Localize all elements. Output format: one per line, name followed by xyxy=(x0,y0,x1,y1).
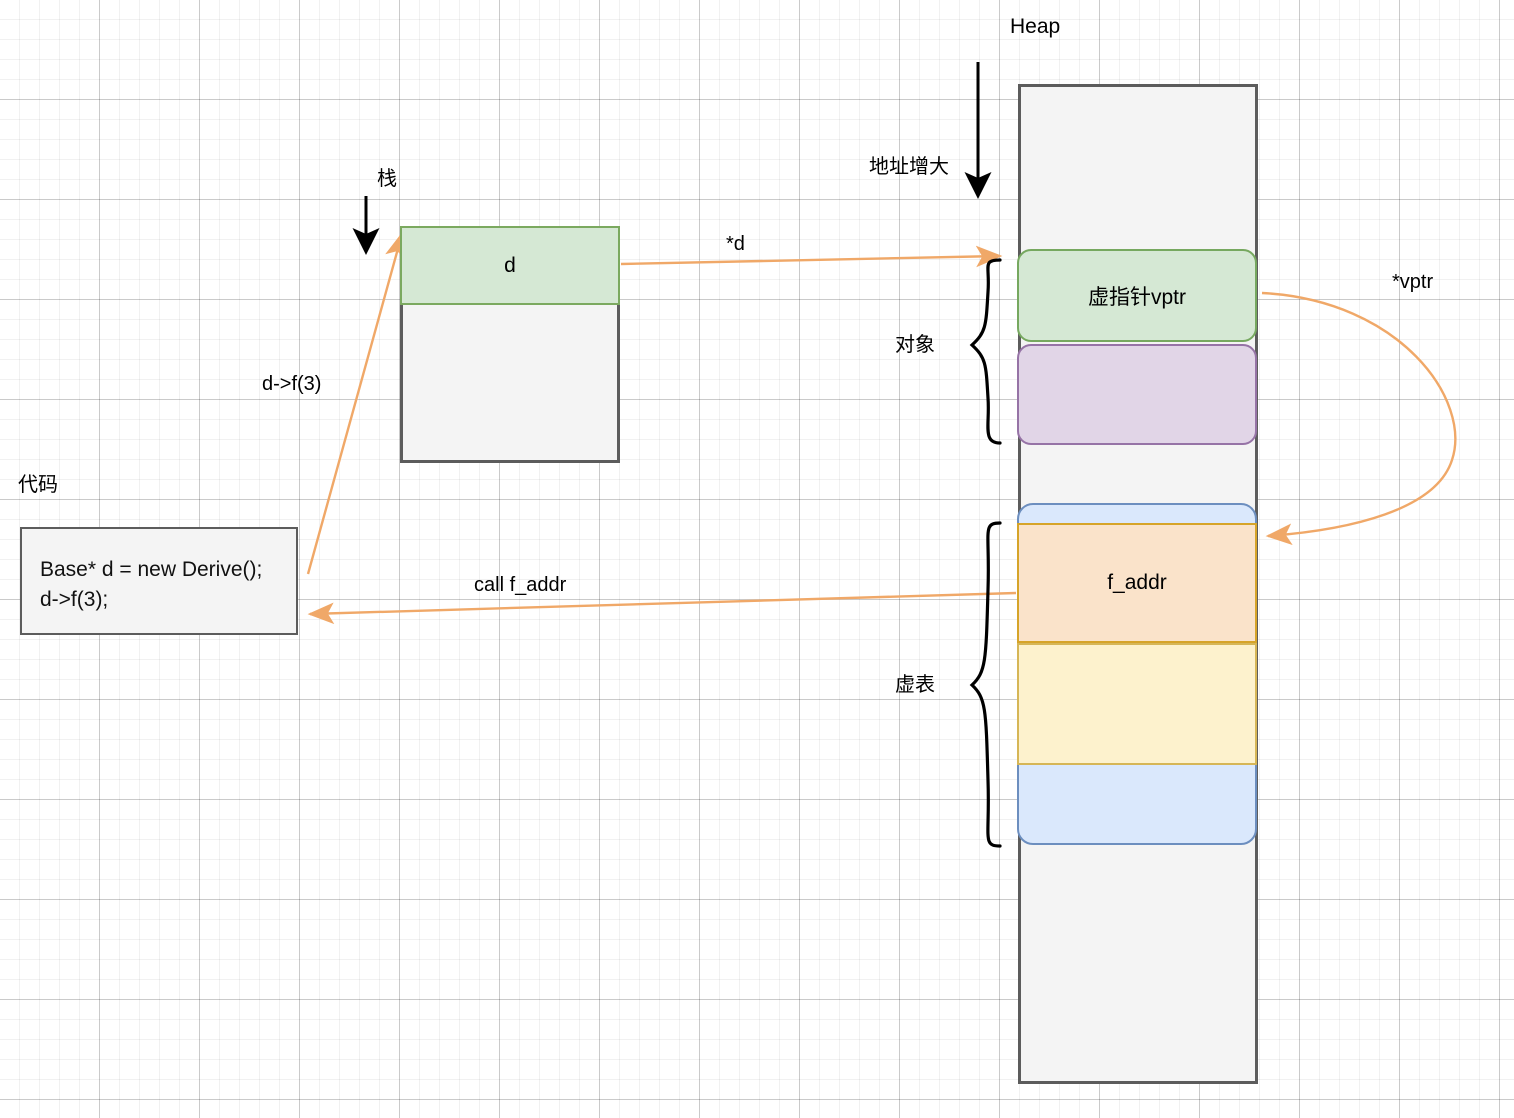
call-f-addr-label: call f_addr xyxy=(474,574,567,596)
heap-cell-vptr: 虚指针vptr xyxy=(1017,249,1257,342)
address-grow-label: 地址增大 xyxy=(869,156,949,178)
code-box: Base* d = new Derive(); d->f(3); xyxy=(20,527,298,635)
vtable-brace-label: 虚表 xyxy=(895,674,935,696)
heap-cell-slot2 xyxy=(1017,643,1257,765)
stack-slot-d: d xyxy=(400,226,620,305)
deref-d-arrow xyxy=(620,245,1003,268)
code-label: 代码 xyxy=(18,474,58,496)
deref-d-label: *d xyxy=(726,233,745,255)
code-line-2: d->f(3); xyxy=(40,587,109,611)
heap-cell-f-addr-label: f_addr xyxy=(1107,571,1167,594)
heap-cell-vptr-label: 虚指针vptr xyxy=(1087,285,1186,309)
heap-title: Heap xyxy=(1010,15,1061,38)
object-brace-label: 对象 xyxy=(895,334,935,356)
stack-slot-d-label: d xyxy=(504,253,516,277)
vtable-brace xyxy=(969,521,1002,848)
heap-cell-member xyxy=(1017,344,1257,445)
stack-label: 栈 xyxy=(377,168,397,190)
vptr-loop-label: *vptr xyxy=(1392,271,1434,293)
invoke-d-f-arrow xyxy=(306,231,407,575)
code-line-1: Base* d = new Derive(); xyxy=(40,558,263,581)
call-f-addr-arrow xyxy=(307,591,1017,625)
vptr-loop-arrow xyxy=(1261,291,1457,546)
invoke-d-f-label: d->f(3) xyxy=(262,373,322,395)
heap-cell-f-addr: f_addr xyxy=(1017,523,1257,643)
object-brace xyxy=(969,258,1002,445)
